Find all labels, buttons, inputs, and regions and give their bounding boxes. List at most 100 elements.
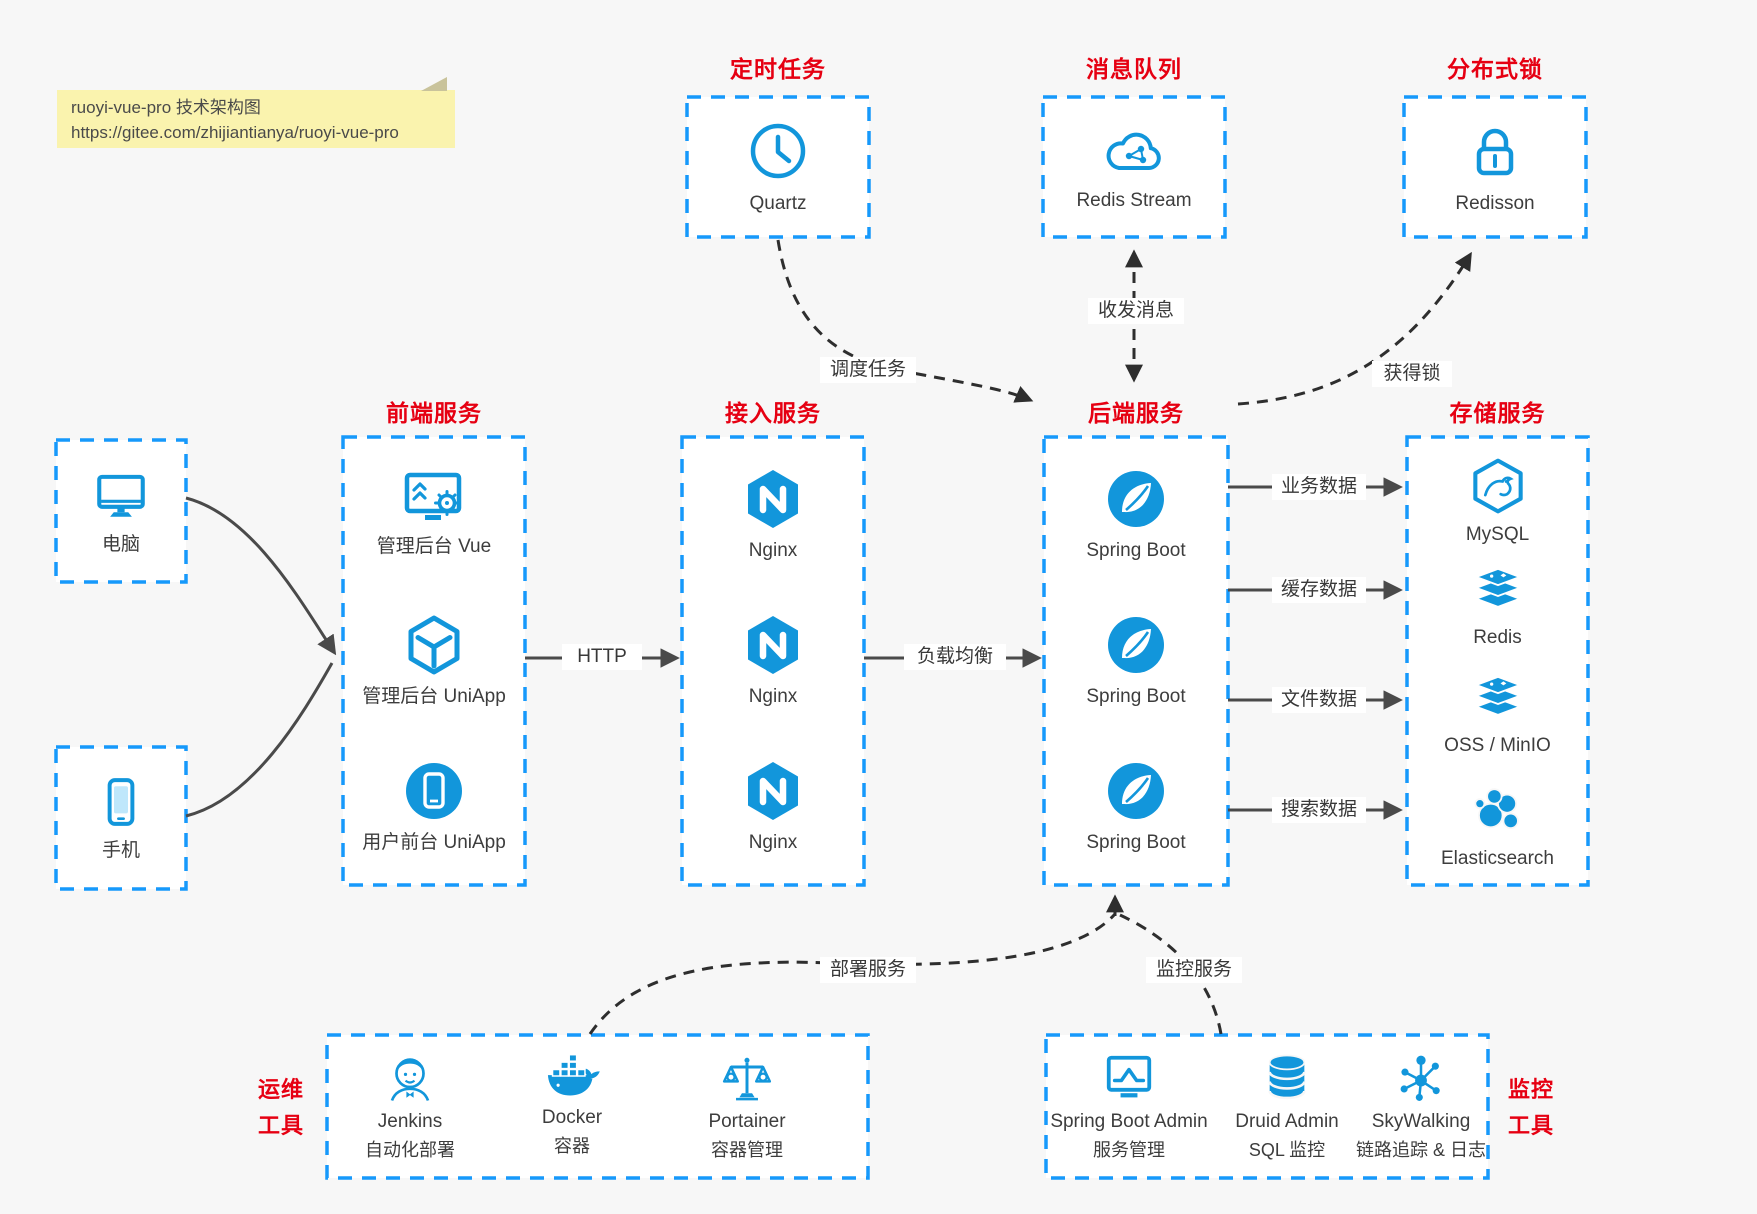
elasticsearch-icon [1473, 788, 1519, 830]
node-elasticsearch: Elasticsearch [1407, 781, 1588, 871]
note-fold-corner [421, 77, 447, 91]
tool-name: Spring Boot Admin [1050, 1111, 1208, 1132]
edge-label-search-data: 搜索数据 [1272, 797, 1366, 823]
edge-label-http: HTTP [562, 644, 642, 670]
node-mobile: 手机 [56, 747, 186, 889]
uniapp-cube-icon [408, 615, 460, 675]
node-spring-boot-admin: Spring Boot Admin 服务管理 [1046, 1035, 1212, 1162]
database-icon [1268, 1054, 1306, 1100]
storage-column: MySQL Redis OSS / MinIO [1407, 437, 1588, 885]
monitor-side-title: 监控 工具 [1498, 1072, 1564, 1144]
node-label: Nginx [748, 832, 798, 853]
tool-desc: 服务管理 [1093, 1140, 1165, 1160]
docker-whale-icon [547, 1053, 600, 1096]
title-distributed-lock: 分布式锁 [1447, 56, 1543, 82]
lock-icon [1476, 128, 1514, 175]
ops-tools-group: Jenkins 自动化部署 Docker 容器 [327, 1035, 868, 1178]
node-nginx-3: Nginx [682, 759, 864, 855]
node-spring-boot-2: Spring Boot [1044, 613, 1228, 709]
redis-stack-icon [1473, 567, 1522, 608]
node-label: 电脑 [101, 533, 140, 555]
node-label: Redis Stream [1076, 189, 1192, 211]
node-docker: Docker 容器 [487, 1035, 657, 1158]
spring-boot-icon [1108, 763, 1164, 819]
node-label: Nginx [748, 540, 798, 561]
tool-desc: 容器 [554, 1136, 590, 1156]
monitor-side-title-line2: 工具 [1507, 1113, 1554, 1138]
clock-icon [750, 123, 806, 178]
node-jenkins: Jenkins 自动化部署 [327, 1035, 493, 1162]
edge-label-deploy: 部署服务 [820, 957, 916, 983]
tool-name: Portainer [708, 1111, 786, 1132]
node-label: Redisson [1455, 192, 1535, 214]
monitor-side-title-line1: 监控 [1507, 1077, 1554, 1102]
arrow-pc-to-frontend [185, 496, 337, 656]
storage-stack-icon [1473, 675, 1522, 716]
tool-name: Docker [541, 1107, 603, 1128]
spring-boot-icon [1108, 617, 1164, 673]
node-label: 用户前台 UniApp [362, 832, 506, 853]
node-portainer: Portainer 容器管理 [657, 1035, 837, 1162]
smartphone-icon [107, 777, 135, 826]
node-admin-vue: 管理后台 Vue [343, 467, 525, 559]
frontend-column: 管理后台 Vue 管理后台 UniApp 用户前台 UniApp [343, 437, 525, 885]
tool-name: SkyWalking [1371, 1111, 1471, 1132]
tool-name: Druid Admin [1235, 1111, 1339, 1132]
edge-label-business-data: 业务数据 [1272, 474, 1366, 500]
tool-desc: 容器管理 [711, 1140, 783, 1160]
scales-icon [722, 1057, 772, 1101]
arrow-mobile-to-frontend [185, 662, 334, 818]
note-url: https://gitee.com/zhijiantianya/ruoyi-vu… [71, 123, 399, 142]
mysql-icon [1472, 458, 1523, 514]
title-gateway: 接入服务 [725, 400, 821, 426]
node-oss-minio: OSS / MinIO [1407, 673, 1588, 758]
node-label: 管理后台 UniApp [362, 686, 506, 707]
node-label: Spring Boot [1086, 540, 1186, 561]
node-label: Elasticsearch [1441, 848, 1554, 869]
monitor-chart-icon [1106, 1055, 1152, 1098]
node-label: Redis [1473, 627, 1522, 648]
title-scheduled-task: 定时任务 [730, 56, 826, 82]
edge-label-load-balance: 负载均衡 [904, 644, 1006, 670]
title-storage: 存储服务 [1449, 400, 1546, 426]
node-label: MySQL [1465, 524, 1530, 545]
title-frontend: 前端服务 [386, 400, 482, 426]
title-message-queue: 消息队列 [1086, 56, 1182, 82]
edge-label-schedule: 调度任务 [820, 357, 916, 383]
node-label: 手机 [101, 839, 140, 861]
desktop-icon [97, 474, 145, 517]
node-label: Nginx [748, 686, 798, 707]
nginx-icon [748, 616, 798, 674]
user-app-icon [406, 763, 462, 819]
tool-name: Jenkins [377, 1111, 443, 1132]
tool-desc: 链路追踪 & 日志 [1355, 1140, 1486, 1160]
edge-label-monitor: 监控服务 [1146, 957, 1242, 983]
node-label: Quartz [749, 192, 807, 214]
node-label: 管理后台 Vue [376, 536, 492, 557]
node-skywalking: SkyWalking 链路追踪 & 日志 [1346, 1035, 1496, 1162]
topology-icon [1400, 1055, 1440, 1101]
ops-side-title: 运维 工具 [248, 1072, 314, 1144]
node-admin-uniapp: 管理后台 UniApp [343, 613, 525, 709]
node-nginx-1: Nginx [682, 467, 864, 563]
admin-vue-icon [404, 472, 462, 520]
edge-label-acquire-lock: 获得锁 [1372, 361, 1452, 387]
node-mysql: MySQL [1407, 457, 1588, 547]
node-druid-admin: Druid Admin SQL 监控 [1212, 1035, 1362, 1162]
gateway-column: Nginx Nginx Nginx [682, 437, 864, 885]
node-nginx-2: Nginx [682, 613, 864, 709]
sticky-note: ruoyi-vue-pro 技术架构图 https://gitee.com/zh… [57, 77, 455, 148]
note-title: ruoyi-vue-pro 技术架构图 [71, 98, 261, 117]
monitor-tools-group: Spring Boot Admin 服务管理 Druid Admin SQL 监… [1046, 1035, 1488, 1178]
node-label: Spring Boot [1086, 832, 1186, 853]
edge-label-cache-data: 缓存数据 [1272, 577, 1366, 603]
node-label: OSS / MinIO [1444, 735, 1551, 756]
jenkins-icon [390, 1058, 430, 1102]
node-label: Spring Boot [1086, 686, 1186, 707]
tool-desc: SQL 监控 [1248, 1140, 1326, 1160]
ops-side-title-line2: 工具 [257, 1113, 304, 1138]
nginx-icon [748, 762, 798, 820]
node-spring-boot-1: Spring Boot [1044, 467, 1228, 563]
edge-label-file-data: 文件数据 [1272, 687, 1366, 713]
